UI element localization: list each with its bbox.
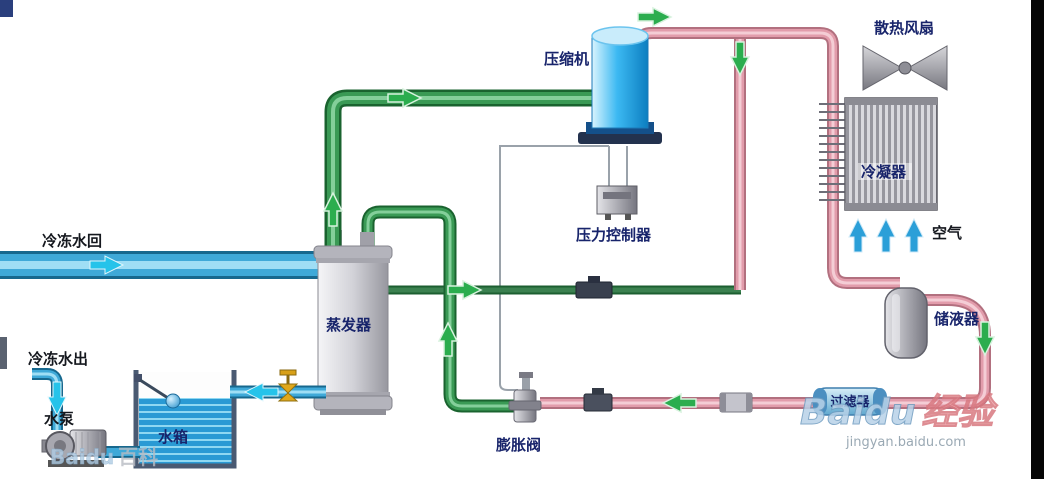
water-arrow-right xyxy=(89,255,125,275)
label-chilled-water-out: 冷冻水出 xyxy=(28,350,88,368)
expansion-valve xyxy=(508,372,542,423)
air-arrow-up xyxy=(848,217,868,253)
flow-arrow-right xyxy=(637,6,673,28)
label-expansion-valve: 膨胀阀 xyxy=(496,436,541,454)
watermark-jingyan-brand: Baidu xyxy=(800,392,915,433)
flow-arrow-left xyxy=(661,392,697,414)
compressor xyxy=(578,26,662,144)
label-receiver: 储液器 xyxy=(934,310,980,328)
watermark-url: jingyan.baidu.com xyxy=(845,435,966,450)
label-compressor: 压缩机 xyxy=(544,50,589,68)
pressure-controller xyxy=(596,185,638,220)
labels: 压缩机 压力控制器 散热风扇 冷凝器 空气 储液器 过滤器 膨胀阀 蒸发器 冷冻… xyxy=(28,19,980,454)
float-pivot xyxy=(134,374,142,382)
screenshot-artifact-top-left xyxy=(0,0,13,17)
condenser-coil-fins xyxy=(819,103,846,201)
watermark-baike-suffix: 百科 xyxy=(118,445,158,469)
screenshot-artifact-right-bar xyxy=(1031,0,1044,479)
label-filter: 过滤器 xyxy=(830,394,870,410)
refrigerant-liquid-pipe-to-evaporator xyxy=(361,205,518,413)
sight-glass-fitting xyxy=(719,392,753,413)
label-chilled-water-return: 冷冻水回 xyxy=(42,232,102,250)
flow-arrow-up xyxy=(437,321,459,357)
flow-arrow-down xyxy=(974,321,996,357)
flow-arrow-right xyxy=(387,87,423,109)
water-arrow-left xyxy=(243,382,279,402)
screenshot-artifact-left-mid xyxy=(0,337,7,369)
air-arrow-up xyxy=(876,217,896,253)
cooling-fan xyxy=(862,45,948,91)
evaporator xyxy=(313,245,393,415)
suction-pipe-to-compressor xyxy=(324,89,594,250)
bypass-tee-fitting xyxy=(575,276,613,299)
air-arrow-up xyxy=(904,217,924,253)
fan-hub xyxy=(898,61,912,75)
label-pressure-controller: 压力控制器 xyxy=(576,226,652,244)
water-pump xyxy=(41,429,107,467)
liquid-receiver xyxy=(884,287,928,359)
water-arrow-down xyxy=(47,381,67,417)
label-evaporator: 蒸发器 xyxy=(326,316,372,334)
watermark-baike-brand: Baidu xyxy=(50,445,114,469)
filter-drier xyxy=(812,387,888,416)
float-ball xyxy=(165,393,181,409)
label-condenser-backdrop xyxy=(858,163,912,180)
flow-arrow-up xyxy=(322,191,344,227)
label-fan: 散热风扇 xyxy=(874,19,934,37)
label-condenser: 冷凝器 xyxy=(861,163,907,181)
condenser xyxy=(844,97,938,211)
water-tank xyxy=(133,370,237,469)
control-lines xyxy=(499,145,628,391)
water-valve xyxy=(277,369,299,402)
solenoid-valve-fitting xyxy=(583,388,613,412)
flow-arrows xyxy=(47,6,996,417)
tank-water xyxy=(139,398,233,465)
float-arm xyxy=(139,378,169,400)
watermark-jingyan-suffix: 经验 xyxy=(921,392,998,433)
flow-arrow-down xyxy=(729,41,751,77)
flow-arrow-right xyxy=(447,279,483,301)
label-air: 空气 xyxy=(932,224,962,242)
label-water-tank: 水箱 xyxy=(158,428,188,446)
label-water-pump: 水泵 xyxy=(44,410,74,428)
